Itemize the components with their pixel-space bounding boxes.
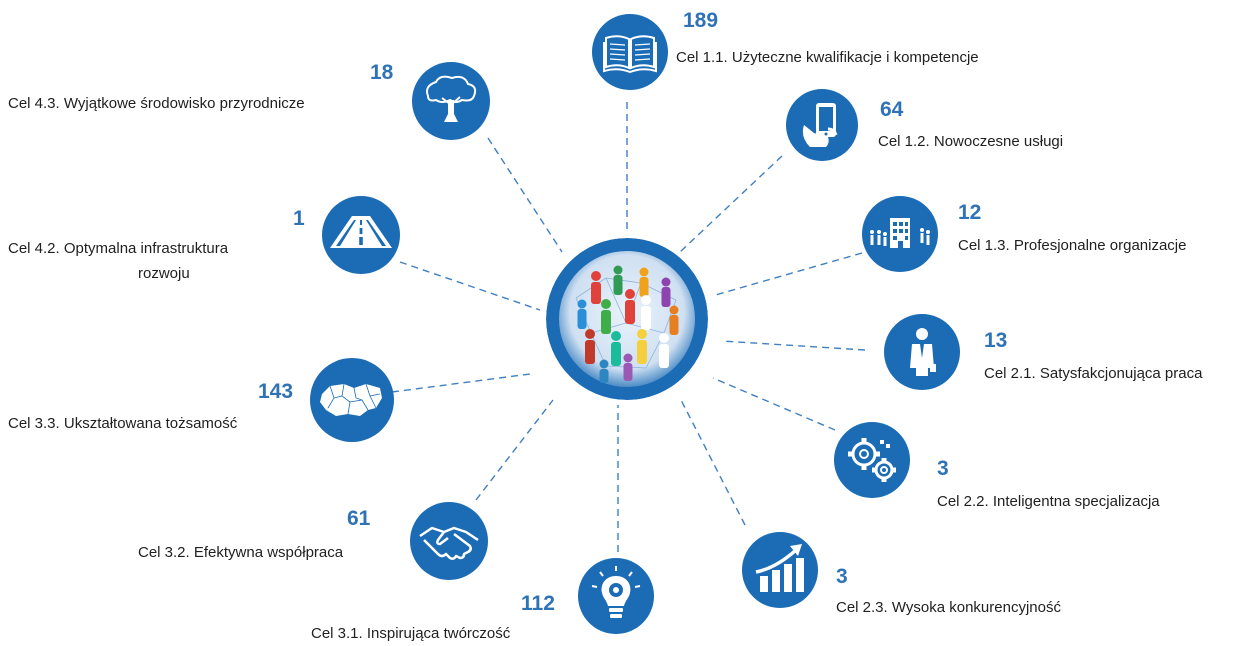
goal-c42-count: 1 bbox=[293, 207, 305, 230]
goal-c13-circle bbox=[862, 196, 938, 272]
goal-c31-label: Cel 3.1. Inspirująca twórczość bbox=[311, 625, 511, 642]
goal-c32-count: 61 bbox=[347, 507, 371, 530]
connector-c21 bbox=[721, 340, 866, 351]
goal-c11-circle bbox=[592, 14, 668, 90]
connector-c12 bbox=[679, 155, 783, 253]
goal-c12-label: Cel 1.2. Nowoczesne usługi bbox=[878, 133, 1064, 150]
goal-c21-circle bbox=[884, 314, 960, 390]
gears-icon bbox=[848, 438, 896, 482]
goal-c12-count: 64 bbox=[880, 98, 904, 121]
goal-c21-label: Cel 2.1. Satysfakcjonująca praca bbox=[984, 365, 1203, 382]
network-people-icon bbox=[546, 238, 708, 400]
goal-c43-label: Cel 4.3. Wyjątkowe środowisko przyrodnic… bbox=[8, 95, 305, 112]
building-people-icon bbox=[870, 218, 930, 248]
goal-c43-count: 18 bbox=[370, 61, 394, 84]
connector-c32 bbox=[475, 399, 554, 501]
goal-c13-count: 12 bbox=[958, 201, 982, 224]
handshake-icon bbox=[419, 526, 479, 560]
connector-c13 bbox=[711, 252, 863, 297]
growth-chart-icon bbox=[755, 544, 804, 592]
goal-c23-circle bbox=[742, 532, 818, 608]
goal-c11-count: 189 bbox=[683, 9, 719, 32]
goal-c21-count: 13 bbox=[984, 329, 1008, 352]
businessman-icon bbox=[910, 328, 936, 376]
tree-icon bbox=[426, 75, 477, 122]
region-map-icon bbox=[320, 383, 382, 416]
goal-c32-circle bbox=[410, 502, 488, 580]
hub-network-image bbox=[546, 238, 708, 400]
goal-c23-label: Cel 2.3. Wysoka konkurencyjność bbox=[836, 599, 1061, 616]
connector-c23 bbox=[679, 397, 746, 526]
goal-c13-label: Cel 1.3. Profesjonalne organizacje bbox=[958, 237, 1187, 254]
smartphone-hand-icon bbox=[802, 103, 838, 147]
goal-c43-circle bbox=[412, 62, 490, 140]
goal-c22-circle bbox=[834, 422, 910, 498]
goal-c11-label: Cel 1.1. Użyteczne kwalifikacje i kompet… bbox=[676, 49, 979, 66]
goal-c33-count: 143 bbox=[258, 380, 294, 403]
lightbulb-head-icon bbox=[591, 566, 641, 618]
goal-c23-count: 3 bbox=[836, 565, 848, 588]
goal-c12-circle bbox=[786, 89, 858, 161]
goal-c31-count: 112 bbox=[521, 592, 555, 615]
goal-c33-circle bbox=[310, 358, 394, 442]
book-icon bbox=[603, 35, 657, 74]
connector-c42 bbox=[399, 261, 541, 311]
goal-c42-label-line1: Cel 4.2. Optymalna infrastruktura bbox=[8, 240, 229, 257]
connector-c33 bbox=[391, 373, 531, 393]
goal-c31-circle bbox=[578, 558, 654, 634]
goal-c32-label: Cel 3.2. Efektywna współpraca bbox=[138, 544, 344, 561]
goal-c22-count: 3 bbox=[937, 457, 949, 480]
connector-c22 bbox=[712, 377, 836, 431]
goal-c22-label: Cel 2.2. Inteligentna specjalizacja bbox=[937, 493, 1160, 510]
goal-c33-label: Cel 3.3. Ukształtowana tożsamość bbox=[8, 415, 238, 432]
road-icon bbox=[330, 216, 392, 248]
connector-c43 bbox=[487, 137, 563, 253]
goal-c42-circle bbox=[322, 196, 400, 274]
goal-c42-label-line2: rozwoju bbox=[138, 265, 190, 282]
